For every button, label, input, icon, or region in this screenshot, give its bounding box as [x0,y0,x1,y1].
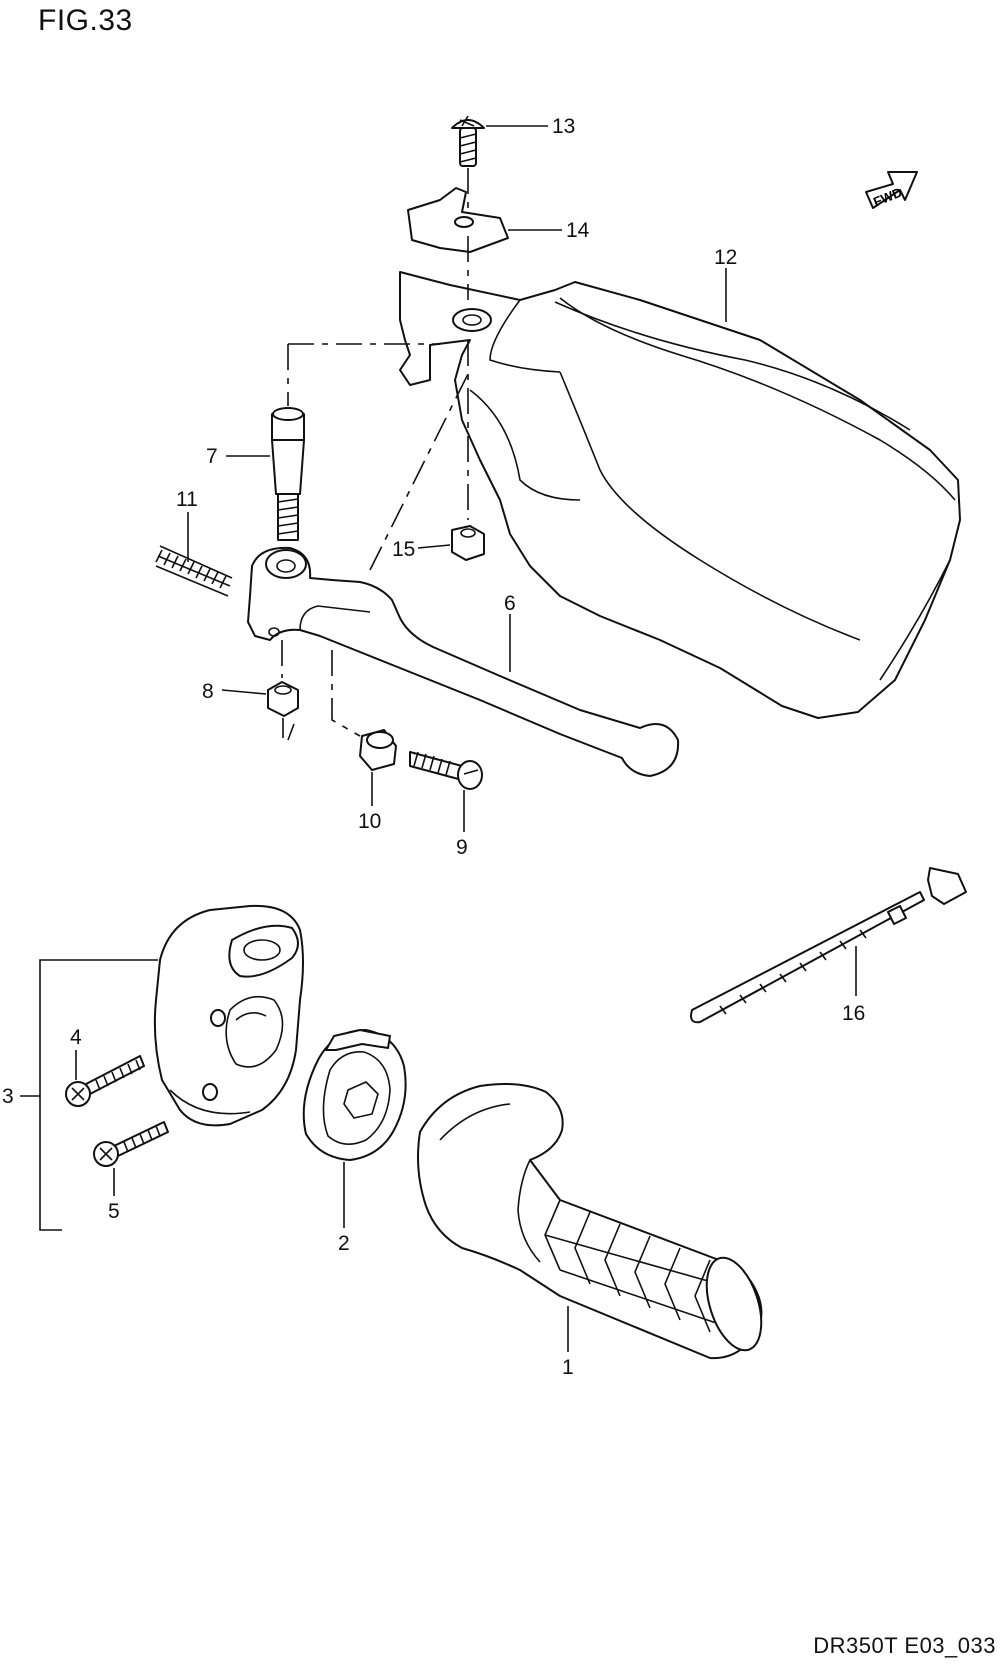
assembly-line-lever [369,369,471,571]
part-5-screw [93,1121,169,1167]
part-8-nut [267,681,299,717]
callout-12: 12 [714,246,737,269]
callout-4: 4 [70,1026,82,1049]
housing-bracket-line [39,959,158,1231]
fwd-direction-arrow: FWD [865,171,918,210]
leader-8 [221,689,267,695]
callout-15: 15 [392,538,415,561]
assembly-line-pivot [287,343,440,406]
callout-3: 3 [2,1085,14,1108]
callout-2: 2 [338,1232,350,1255]
callout-14: 14 [566,219,590,242]
callout-9: 9 [456,836,468,859]
callout-10: 10 [358,810,381,833]
figure-title: FIG.33 [38,4,133,37]
part-14-clamp-plate [407,187,509,253]
callout-13: 13 [552,115,575,138]
callout-1: 1 [562,1356,574,1379]
assembly-line-collar [331,650,361,737]
callout-8: 8 [202,680,214,703]
callout-5: 5 [108,1200,120,1223]
part-9-bolt [409,751,483,790]
callout-6: 6 [504,592,516,615]
leader-15 [417,544,451,549]
part-4-screw [65,1055,145,1107]
callout-7: 7 [206,445,218,468]
part-10-collar [359,729,397,771]
callout-16: 16 [842,1002,865,1025]
part-12-hand-guard [399,271,961,719]
part-15-nut [451,525,485,561]
part-3-switch-housing [153,904,304,1127]
part-1-grip [417,1083,763,1360]
part-7-pivot-bolt [271,407,305,541]
part-13-screw [451,115,485,167]
part-11-spring [155,545,233,597]
callout-11: 11 [176,488,198,511]
part-2-throttle-ring [302,1029,407,1161]
assembly-line-nut [281,640,295,741]
part-6-lever [247,546,680,777]
part-16-cable-tie [690,867,967,1024]
drawing-code: DR350T E03_033 [813,1633,996,1658]
